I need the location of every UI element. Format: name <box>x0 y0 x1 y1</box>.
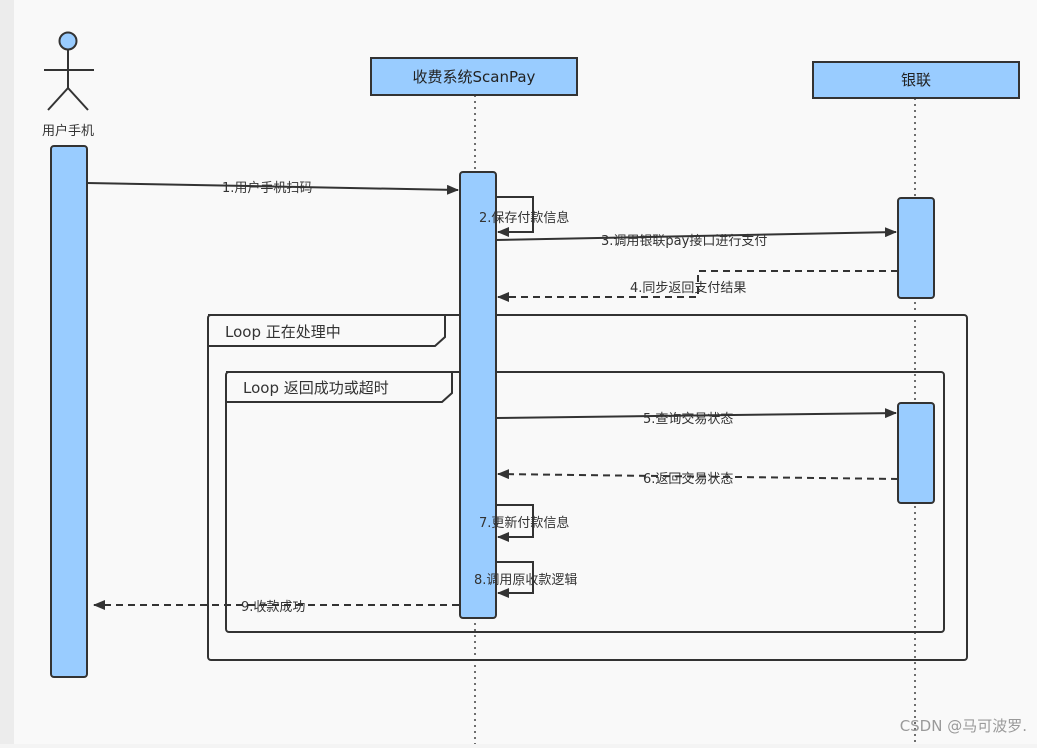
message-3-arrow: 3.调用银联pay接口进行支付 <box>495 227 897 249</box>
message-7-label: 7.更新付款信息 <box>479 515 569 531</box>
message-1-arrow: 1.用户手机扫码 <box>86 180 459 196</box>
message-9-arrow: 9.收款成功 <box>93 600 459 615</box>
message-2-label: 2.保存付款信息 <box>479 210 569 226</box>
user-actor-label: 用户手机 <box>42 123 94 139</box>
message-2-arrow: 2.保存付款信息 <box>479 196 569 237</box>
loop-fragment-inner: Loop 返回成功或超时 <box>225 371 945 633</box>
left-margin <box>0 0 14 744</box>
unionpay-participant[interactable]: 银联 <box>812 61 1020 99</box>
message-8-arrow: 8.调用原收款逻辑 <box>474 561 577 598</box>
user-activation-bar <box>50 145 88 678</box>
message-6-label: 6.返回交易状态 <box>643 471 733 487</box>
scanpay-participant[interactable]: 收费系统ScanPay <box>370 57 578 96</box>
loop-outer-label: Loop 正在处理中 <box>225 323 341 341</box>
message-5-label: 5.查询交易状态 <box>643 411 733 427</box>
message-4-arrow: 4.同步返回支付结果 <box>497 270 898 302</box>
user-actor <box>44 31 94 111</box>
message-8-label: 8.调用原收款逻辑 <box>474 573 577 588</box>
message-3-label: 3.调用银联pay接口进行支付 <box>601 233 767 249</box>
message-1-label: 1.用户手机扫码 <box>222 180 312 196</box>
scanpay-participant-label: 收费系统ScanPay <box>413 68 536 86</box>
message-6-arrow: 6.返回交易状态 <box>497 469 899 487</box>
message-4-label: 4.同步返回支付结果 <box>630 281 746 296</box>
unionpay-participant-label: 银联 <box>901 71 931 89</box>
scanpay-activation-bar <box>459 171 497 619</box>
unionpay-activation-bar-1 <box>897 197 935 299</box>
loop-fragment-outer: Loop 正在处理中 <box>207 314 968 661</box>
unionpay-activation-bar-2 <box>897 402 935 504</box>
actor-head <box>58 31 78 51</box>
message-5-arrow: 5.查询交易状态 <box>495 408 897 427</box>
message-7-arrow: 7.更新付款信息 <box>479 504 569 542</box>
watermark: CSDN @马可波罗. <box>899 717 1027 735</box>
message-9-label: 9.收款成功 <box>241 600 305 615</box>
loop-inner-label: Loop 返回成功或超时 <box>243 379 389 397</box>
